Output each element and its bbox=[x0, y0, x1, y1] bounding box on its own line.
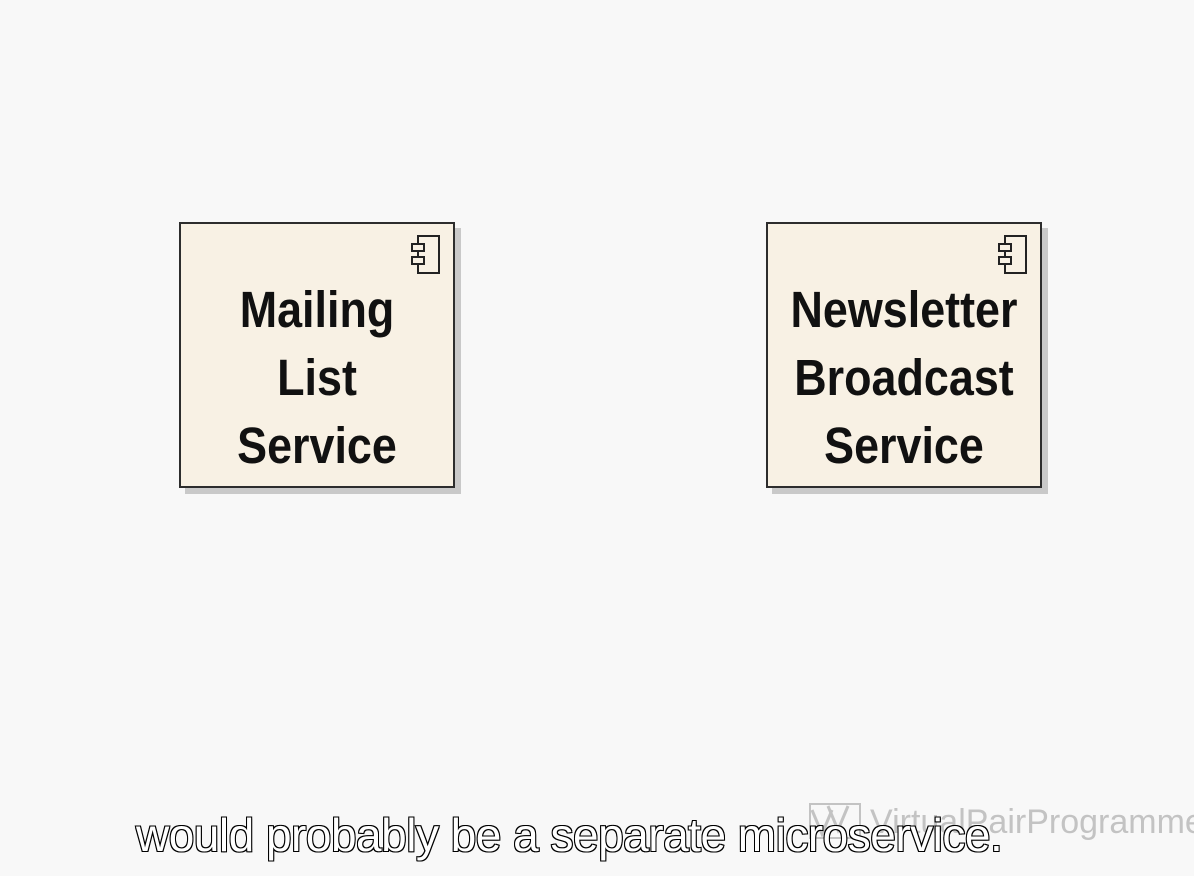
component-label: Mailing List Service bbox=[197, 276, 436, 480]
uml-component-icon bbox=[411, 235, 440, 274]
component-label: Newsletter Broadcast Service bbox=[784, 276, 1023, 480]
uml-component-icon bbox=[998, 235, 1027, 274]
component-label-line: Mailing bbox=[239, 281, 395, 338]
component-label-line: Service bbox=[824, 417, 984, 474]
component-label-line: Broadcast bbox=[794, 349, 1014, 406]
watermark-text: VirtualPairProgrammers bbox=[870, 802, 1194, 841]
subtitle-caption: would probably be a separate microservic… bbox=[135, 808, 1004, 862]
component-mailing-list-service[interactable]: Mailing List Service bbox=[179, 222, 455, 488]
vpp-logo-icon bbox=[809, 803, 861, 839]
component-label-line: Newsletter bbox=[790, 281, 1018, 338]
component-label-line: List bbox=[277, 349, 357, 406]
watermark: VirtualPairProgrammers bbox=[808, 797, 1194, 847]
component-label-line: Service bbox=[237, 417, 397, 474]
component-newsletter-broadcast-service[interactable]: Newsletter Broadcast Service bbox=[766, 222, 1042, 488]
